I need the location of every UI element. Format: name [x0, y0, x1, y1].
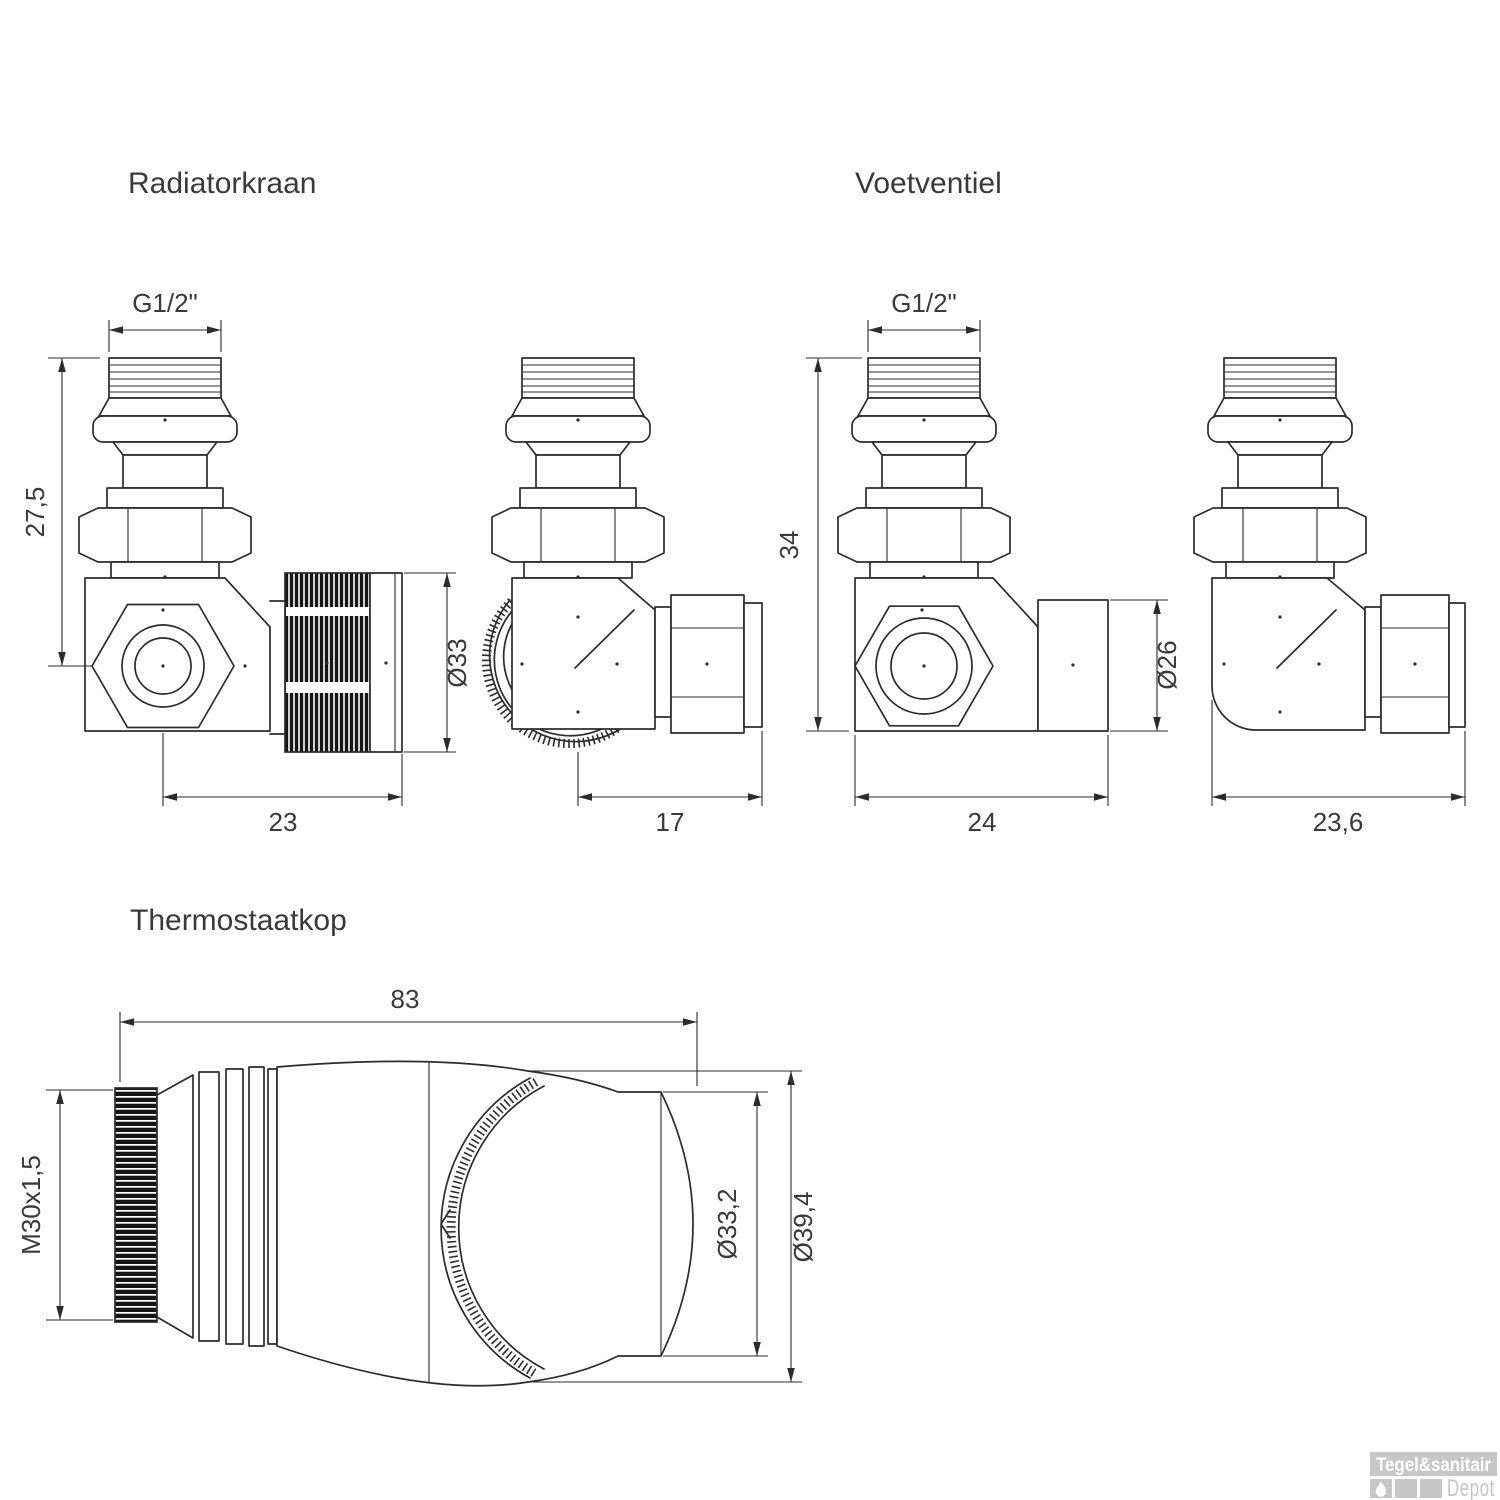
thermostaatkop-drawing: 83 M30x1,5 Ø33,2 Ø39,4	[16, 984, 818, 1387]
dim-vv-height: 34	[774, 531, 804, 560]
title-thermostaatkop: Thermostaatkop	[130, 904, 347, 937]
radiatorkraan-front-drawing: G1/2" 27,5 Ø33 23	[20, 288, 472, 837]
voetventiel-side-drawing: 23,6	[1193, 357, 1466, 837]
title-radiatorkraan: Radiatorkraan	[128, 167, 316, 200]
logo-banner	[1370, 1452, 1497, 1476]
dim-tk-length: 83	[391, 984, 420, 1014]
dim-tk-outer-diameter: Ø39,4	[788, 1192, 818, 1263]
dim-rk-body-length: 23	[269, 807, 298, 837]
dim-rk-side-length: 17	[656, 807, 685, 837]
dim-rk-thread: G1/2"	[132, 288, 198, 318]
water-drop-icon	[1375, 1481, 1387, 1497]
dim-vv-body-length: 24	[968, 807, 997, 837]
logo-sub-text: Depot	[1447, 1475, 1495, 1500]
voetventiel-front-drawing: G1/2" 34 Ø26 24	[774, 288, 1182, 837]
dim-vv-thread: G1/2"	[891, 288, 957, 318]
dim-tk-inner-diameter: Ø33,2	[712, 1189, 742, 1260]
logo-brand-text: Tegel&sanitair	[1376, 1455, 1492, 1476]
dim-rk-knob-diameter: Ø33	[442, 638, 472, 687]
knurled-collar	[114, 1087, 158, 1323]
dim-vv-outlet-diameter: Ø26	[1152, 640, 1182, 689]
dim-vv-side-length: 23,6	[1313, 807, 1364, 837]
radiatorkraan-side-drawing: 17	[481, 357, 763, 837]
dim-tk-thread: M30x1,5	[16, 1155, 46, 1255]
title-voetventiel: Voetventiel	[855, 167, 1002, 200]
dim-rk-height: 27,5	[20, 487, 50, 538]
brand-logo: Tegel&sanitair Depot	[1370, 1452, 1497, 1500]
